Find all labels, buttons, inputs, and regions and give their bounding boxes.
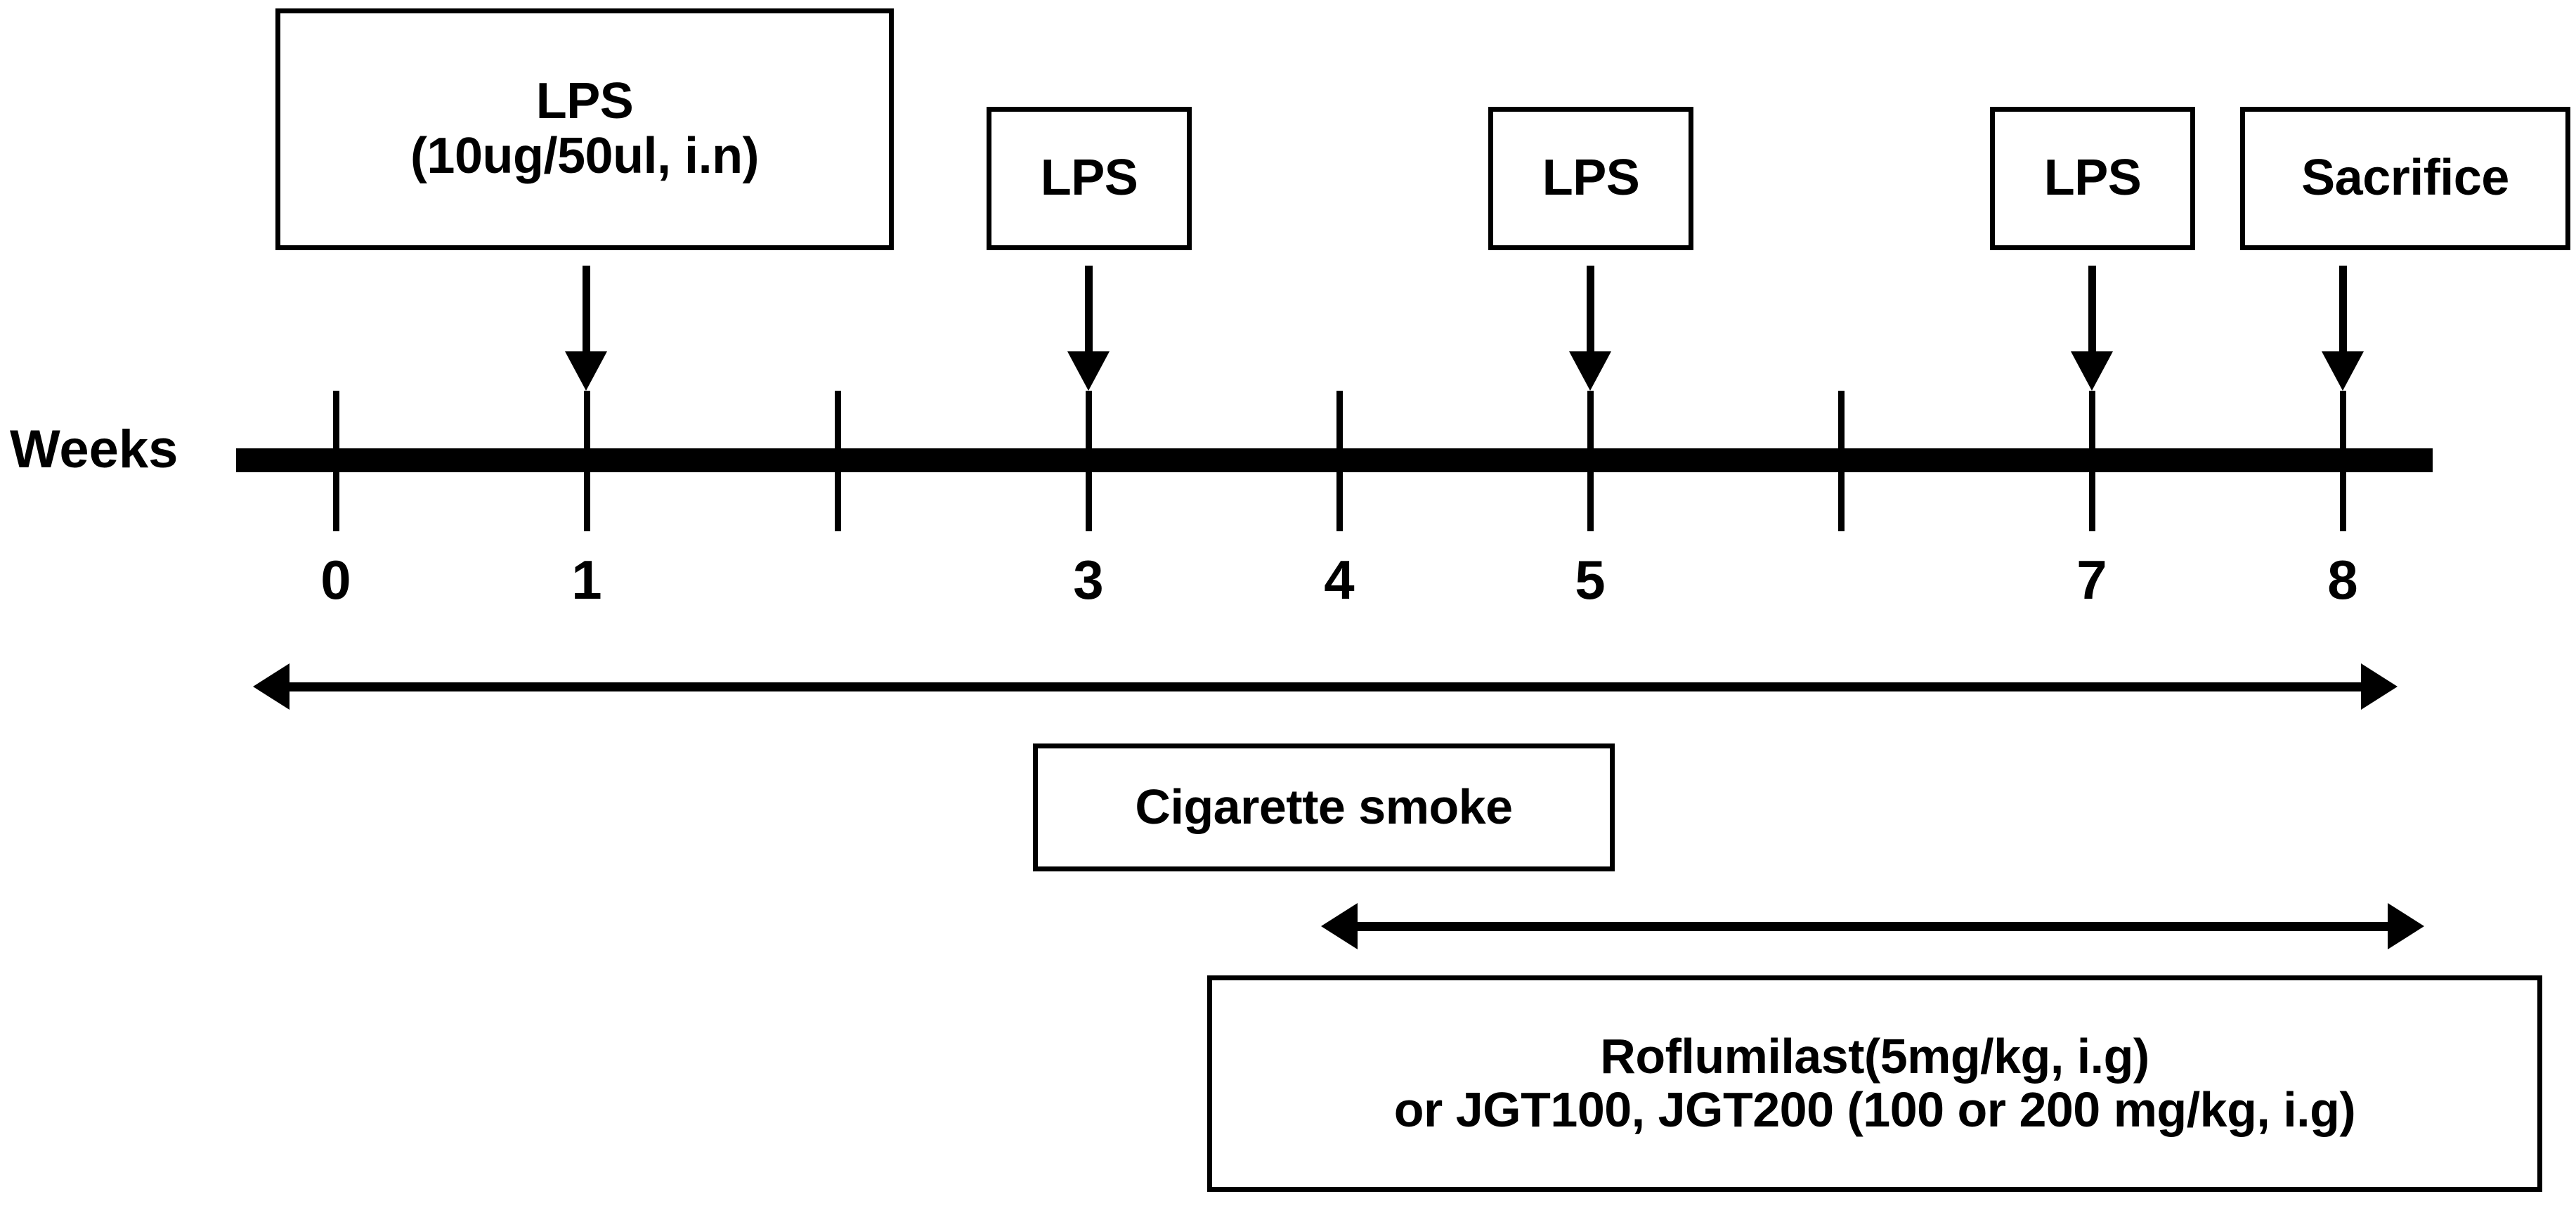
treatment-box-drug-line-2: or JGT100, JGT200 (100 or 200 mg/kg, i.g… [1393,1082,2356,1137]
timeline-tick-label-5: 5 [1575,549,1606,611]
timeline-tick-label-4: 4 [1324,549,1355,611]
axis-label-weeks: Weeks [10,420,178,479]
event-box-sacrifice: Sacrifice [2240,107,2570,250]
event-box-lps-week1-line-2: (10ug/50ul, i.n) [410,128,760,184]
timeline-tick-label-1: 1 [571,549,602,611]
timeline-tick-1 [584,391,590,531]
event-box-lps-week7: LPS [1990,107,2195,250]
timeline-tick-6 [1838,391,1845,531]
timeline-tick-8 [2340,391,2346,531]
event-box-lps-week7-line-1: LPS [2043,150,2142,207]
timeline-tick-label-0: 0 [320,549,351,611]
event-box-lps-week5: LPS [1488,107,1693,250]
event-box-lps-week3-line-1: LPS [1040,150,1138,207]
timeline-tick-label-7: 7 [2076,549,2107,611]
treatment-box-cigarette-smoke-line-1: Cigarette smoke [1135,779,1513,835]
timeline-tick-0 [333,391,339,531]
timeline-tick-label-8: 8 [2327,549,2358,611]
timeline-tick-7 [2089,391,2095,531]
event-box-lps-week3: LPS [987,107,1192,250]
event-box-lps-week1-line-1: LPS [535,73,634,130]
event-box-lps-week1: LPS (10ug/50ul, i.n) [275,8,894,250]
timeline-tick-4 [1336,391,1343,531]
timeline-tick-2 [835,391,841,531]
event-box-sacrifice-line-1: Sacrifice [2301,150,2509,207]
timeline-axis-bar [236,448,2433,472]
treatment-box-drug: Roflumilast(5mg/kg, i.g) or JGT100, JGT2… [1207,975,2542,1192]
timeline-tick-5 [1587,391,1594,531]
treatment-box-cigarette-smoke: Cigarette smoke [1033,743,1615,871]
timeline-tick-label-3: 3 [1073,549,1104,611]
treatment-box-drug-line-1: Roflumilast(5mg/kg, i.g) [1600,1029,2149,1084]
timeline-tick-3 [1086,391,1092,531]
event-box-lps-week5-line-1: LPS [1542,150,1640,207]
